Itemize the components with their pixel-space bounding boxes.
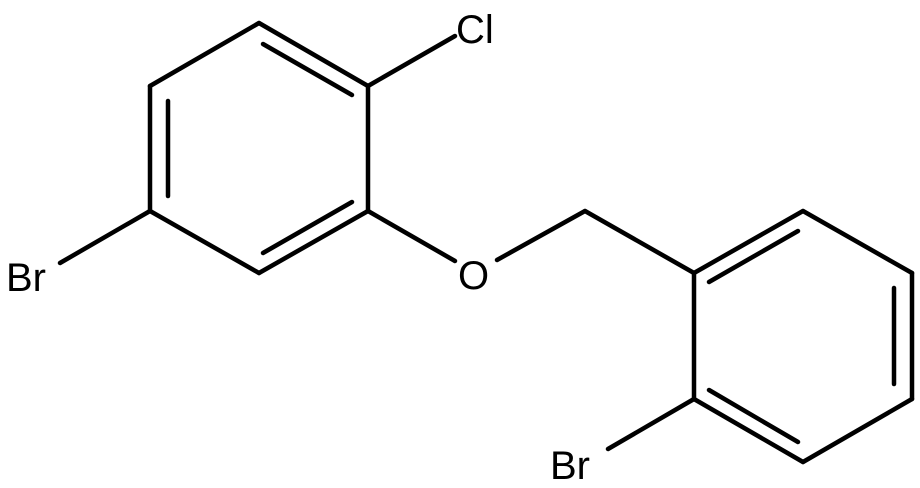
bond-a3-a4-inner (260, 199, 355, 256)
bond-b4-b5 (800, 396, 915, 465)
bond-o-ch2 (494, 208, 588, 263)
bond-a4-a5 (147, 208, 262, 276)
bond-c-o (365, 208, 458, 264)
bond-b5-b6-inner (706, 387, 801, 445)
bromine-label-ring-b: Br (550, 444, 590, 488)
bond-a1-a2-inner (260, 41, 355, 98)
bond-b5-b6 (691, 396, 806, 465)
bond-a1-a2 (256, 20, 371, 89)
bond-b1-b2-inner (706, 228, 801, 285)
bromine-label-ring-a: Br (6, 256, 46, 300)
bond-ch2-ring-b (582, 208, 697, 276)
oxygen-label: O (458, 254, 489, 298)
bond-c-br-a (57, 208, 153, 266)
bond-a6-a1 (147, 20, 262, 89)
bond-b1-b2 (691, 208, 806, 276)
ring-a-bonds (147, 20, 371, 276)
chlorine-label: Cl (456, 8, 494, 52)
bond-c-br-b (605, 396, 697, 452)
bond-b2-b3 (800, 208, 915, 276)
ring-b-bonds (691, 208, 915, 465)
bond-c-cl (365, 33, 458, 89)
bond-a3-a4 (256, 208, 371, 276)
